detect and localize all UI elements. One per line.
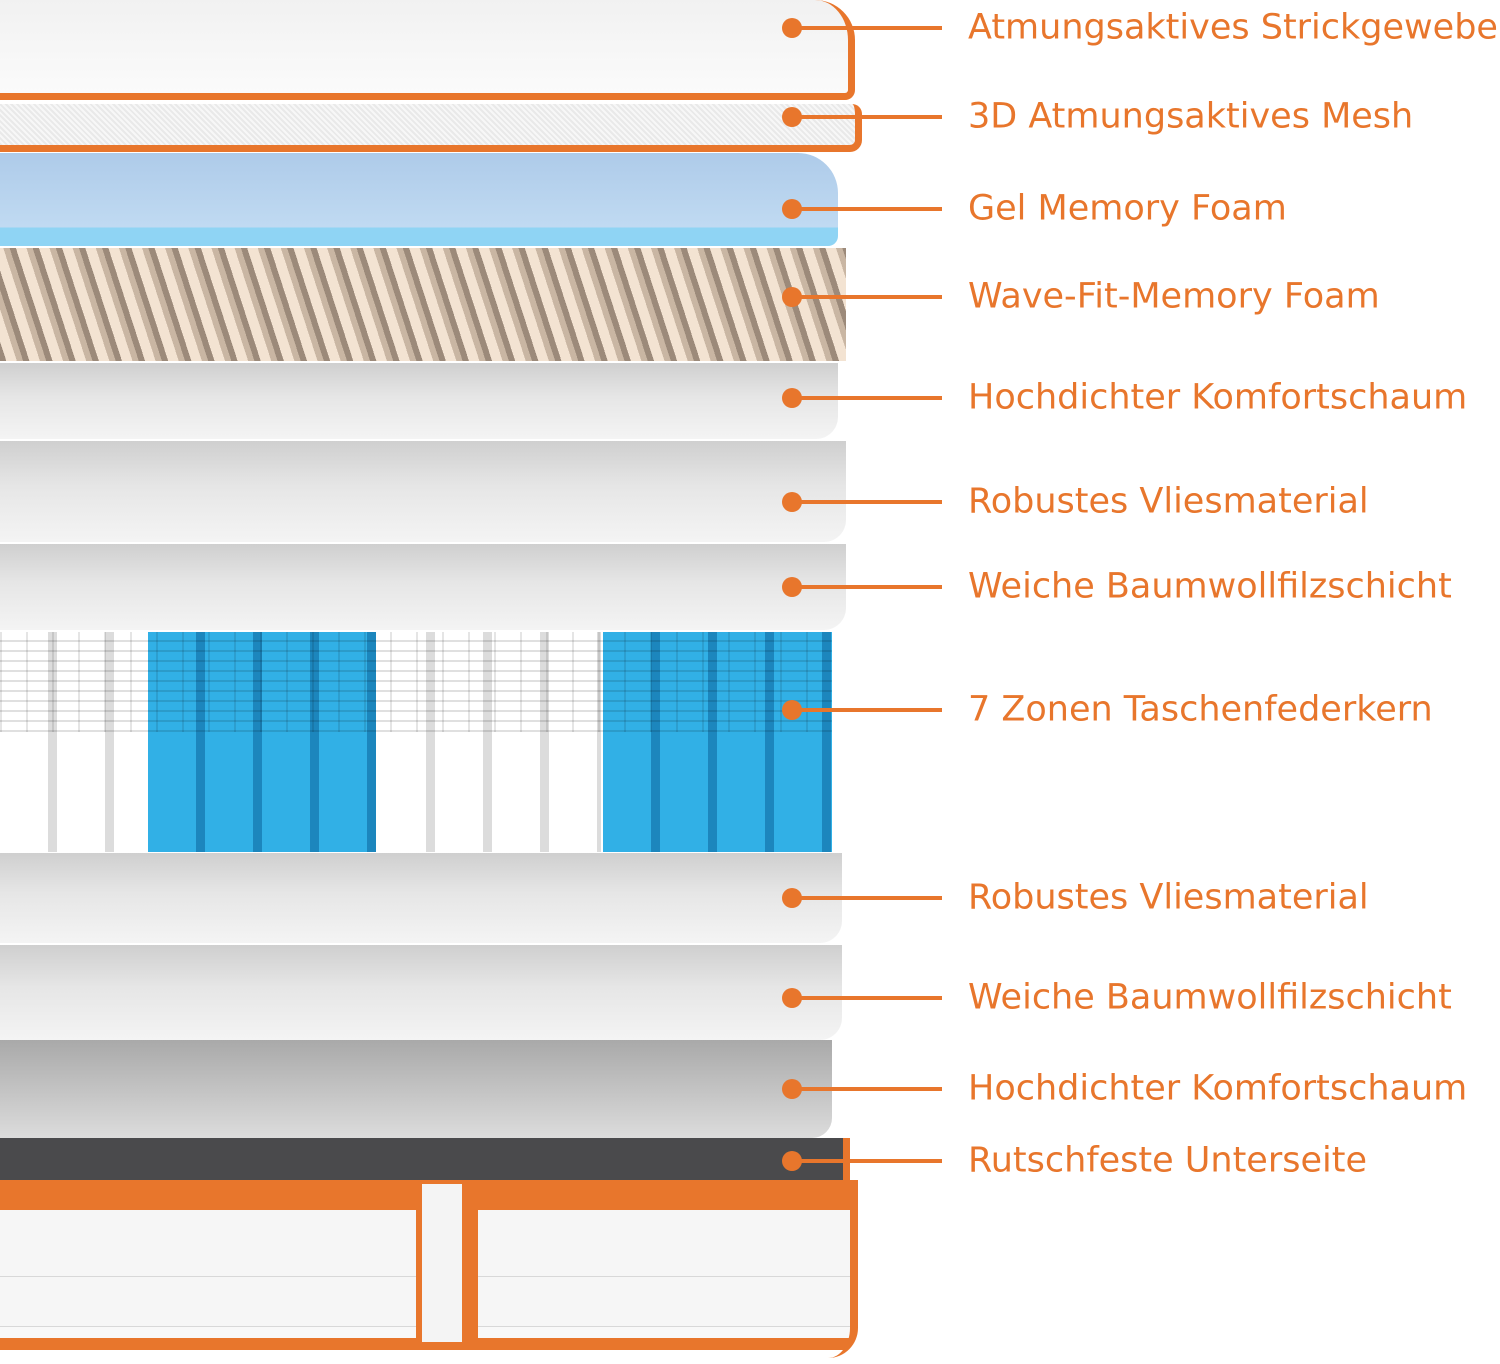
anti-slip-base <box>0 1138 850 1180</box>
layer-label: Atmungsaktives Strickgewebe <box>968 7 1498 48</box>
fleece-layer-top <box>0 441 846 542</box>
layer-label: Wave-Fit-Memory Foam <box>968 276 1380 317</box>
leader-line <box>792 896 942 900</box>
spring-top-grid <box>0 632 832 732</box>
spring-zone-white <box>378 632 601 852</box>
pocket-spring-core <box>0 632 832 852</box>
comfort-foam-layer-top <box>0 363 838 439</box>
layer-label: Hochdichter Komfortschaum <box>968 1068 1468 1109</box>
wave-foam-layer <box>0 248 846 361</box>
layer-label: Hochdichter Komfortschaum <box>968 377 1468 418</box>
layer-label: Weiche Baumwollfilzschicht <box>968 566 1452 607</box>
leader-line <box>792 500 942 504</box>
handle-strap <box>416 1180 478 1350</box>
spring-zone-blue <box>603 632 832 852</box>
leader-line <box>792 1159 942 1163</box>
layer-label: Weiche Baumwollfilzschicht <box>968 977 1452 1018</box>
layer-label: Rutschfeste Unterseite <box>968 1140 1367 1181</box>
layer-label: Gel Memory Foam <box>968 188 1287 229</box>
spring-zone-blue <box>148 632 376 852</box>
gel-foam-layer <box>0 153 838 246</box>
layer-label: 3D Atmungsaktives Mesh <box>968 96 1414 137</box>
cotton-felt-layer-bottom <box>0 945 842 1040</box>
cotton-felt-layer-top <box>0 544 846 630</box>
comfort-foam-layer-bottom <box>0 1040 832 1138</box>
leader-line <box>792 996 942 1000</box>
leader-line <box>792 1087 942 1091</box>
spring-zone-white <box>0 632 146 852</box>
fleece-layer-bottom <box>0 853 842 943</box>
leader-line <box>792 585 942 589</box>
mattress-base-cover <box>0 1180 858 1358</box>
layer-label: 7 Zonen Taschenfederkern <box>968 689 1433 730</box>
layer-label: Robustes Vliesmaterial <box>968 481 1369 522</box>
leader-line <box>792 115 942 119</box>
leader-line <box>792 708 942 712</box>
leader-line <box>792 26 942 30</box>
knit-fabric-layer <box>0 0 855 100</box>
leader-line <box>792 207 942 211</box>
leader-line <box>792 295 942 299</box>
layer-label: Robustes Vliesmaterial <box>968 877 1369 918</box>
mesh-layer <box>0 104 862 152</box>
leader-line <box>792 396 942 400</box>
